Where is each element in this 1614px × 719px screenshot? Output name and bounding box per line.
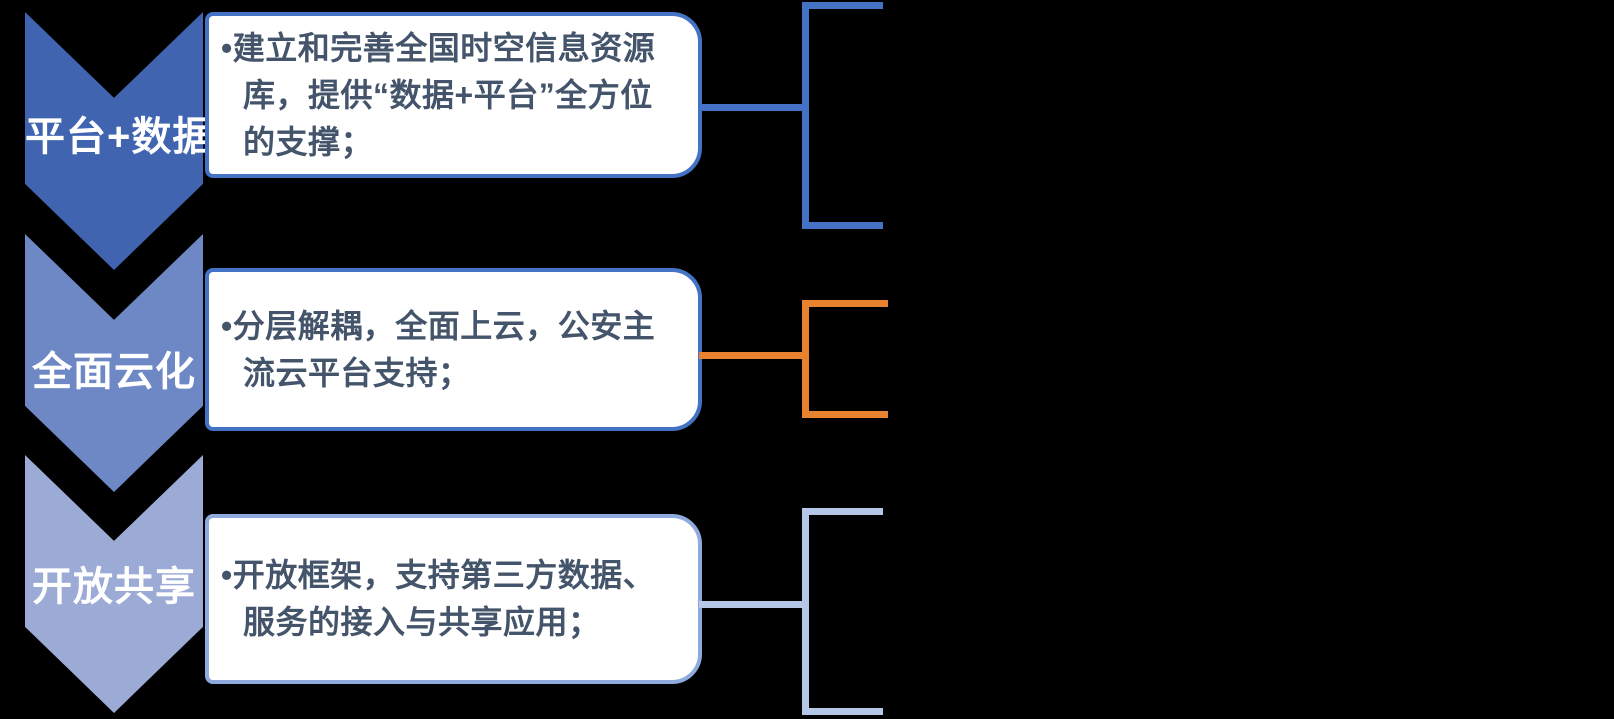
callout-box-cloud: •分层解耦，全面上云，公安主流云平台支持； — [205, 268, 702, 431]
chevron-label-cloud: 全面云化 — [32, 350, 196, 394]
callout-text-content: 开放框架，支持第三方数据、服务的接入与共享应用； — [232, 557, 656, 640]
callout-text: •开放框架，支持第三方数据、服务的接入与共享应用； — [221, 552, 674, 646]
callout-box-platform-data: •建立和完善全国时空信息资源库，提供“数据+平台”全方位的支撑； — [205, 12, 702, 178]
connector-line-open-share — [699, 601, 802, 608]
callout-box-open-share: •开放框架，支持第三方数据、服务的接入与共享应用； — [205, 514, 702, 684]
chevron-label-open-share: 开放共享 — [32, 565, 196, 609]
callout-text-content: 分层解耦，全面上云，公安主流云平台支持； — [232, 307, 656, 391]
connector-line-cloud — [699, 352, 802, 359]
bullet-glyph: • — [221, 557, 233, 593]
callout-text: •分层解耦，全面上云，公安主流云平台支持； — [221, 303, 674, 397]
callout-text-content: 建立和完善全国时空信息资源库，提供“数据+平台”全方位的支撑； — [232, 29, 656, 160]
bullet-glyph: • — [221, 307, 233, 344]
connector-line-platform-data — [699, 104, 802, 111]
bracket-connector-cloud — [802, 300, 888, 418]
bracket-connector-platform-data — [802, 2, 883, 229]
bracket-connector-open-share — [802, 508, 883, 715]
chevron-label-platform-data: 平台+数据 — [25, 115, 214, 159]
bullet-glyph: • — [221, 29, 233, 66]
callout-text: •建立和完善全国时空信息资源库，提供“数据+平台”全方位的支撑； — [221, 25, 674, 166]
